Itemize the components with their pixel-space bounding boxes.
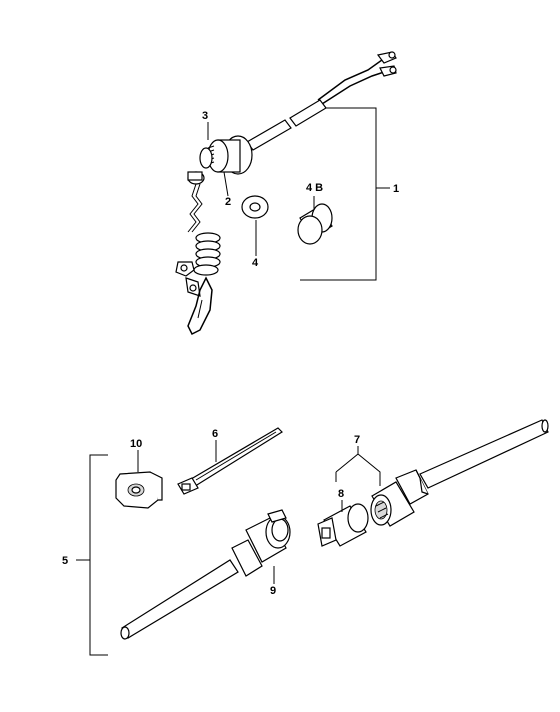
connector-7 (370, 419, 549, 527)
bracket-1 (300, 107, 390, 281)
cap (297, 203, 333, 245)
label-part-9: 9 (270, 585, 276, 597)
label-part-2: 2 (225, 196, 231, 208)
label-part-3: 3 (202, 110, 208, 122)
label-part-5: 5 (62, 555, 68, 567)
cord-clamp (115, 471, 163, 509)
label-part-4: 4 (252, 257, 259, 269)
lanyard-cord (175, 183, 221, 336)
switch-cable (246, 99, 327, 151)
label-part-1: 1 (393, 183, 399, 195)
cable-tie (177, 427, 283, 495)
bracket-5 (76, 454, 108, 656)
label-part-7: 7 (354, 434, 360, 446)
connector-8 (317, 503, 369, 547)
wire-terminals (317, 51, 397, 105)
connector-9 (120, 509, 291, 640)
label-part-4b: 4 B (306, 182, 323, 194)
label-part-6: 6 (212, 428, 218, 440)
stop-switch (187, 135, 253, 185)
washer (241, 195, 269, 219)
leader-7 (335, 446, 381, 486)
label-part-10: 10 (130, 438, 142, 450)
leader-2 (223, 171, 229, 197)
label-part-8: 8 (338, 488, 344, 500)
